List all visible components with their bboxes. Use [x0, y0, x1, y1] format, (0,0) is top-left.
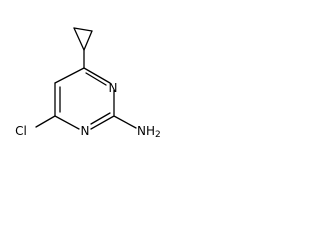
bond-c6-n1-inner — [85, 72, 107, 86]
atom-label-n1: N — [109, 81, 118, 95]
pyrimidine-ring — [54, 67, 115, 130]
bond-c2-n3-inner — [90, 112, 111, 125]
atom-label-nh2: NH2 — [137, 124, 161, 140]
bond-c6-n1 — [83, 67, 111, 84]
bond-cyclopropyl-c — [73, 27, 85, 51]
bond-c4-cl — [35, 115, 56, 128]
bond-cyclopropyl-a — [73, 27, 93, 32]
bond-c2-nh2 — [113, 115, 137, 129]
bond-c5-c6 — [54, 67, 85, 84]
structure-diagram: N N Cl NH2 — [15, 27, 161, 140]
bond-c2-n3 — [90, 115, 115, 130]
nh2-text: NH2 — [137, 124, 161, 140]
bond-cyclopropyl-b — [83, 30, 93, 51]
bond-n3-c4 — [54, 115, 80, 130]
cyclopropyl-ring — [73, 27, 93, 51]
atom-label-n3: N — [81, 124, 90, 138]
atom-label-cl: Cl — [15, 124, 27, 138]
